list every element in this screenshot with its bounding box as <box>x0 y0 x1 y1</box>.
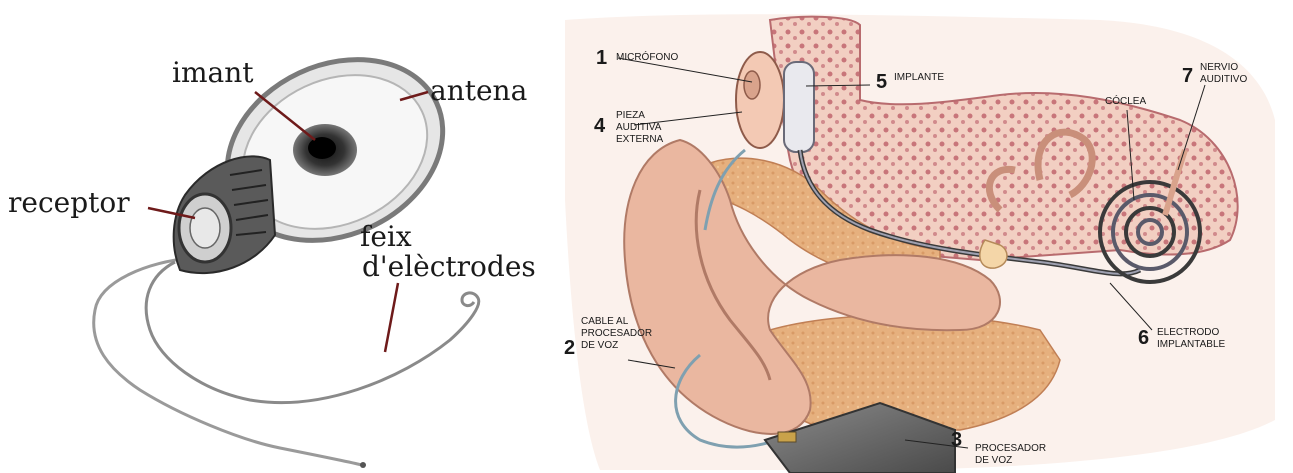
label-pieza-2: AUDITIVA <box>616 122 662 133</box>
implant-body <box>784 62 814 152</box>
num-3: 3 <box>951 429 962 451</box>
leader-feix <box>385 283 398 352</box>
ear-anatomy <box>565 14 1275 473</box>
label-procesador-1: PROCESADOR <box>975 443 1046 454</box>
microphone <box>744 71 760 99</box>
num-6: 6 <box>1138 327 1149 349</box>
num-2: 2 <box>564 337 575 359</box>
num-5: 5 <box>876 71 887 93</box>
label-microfono: MICRÓFONO <box>616 50 678 63</box>
num-7: 7 <box>1182 65 1193 87</box>
num-4: 4 <box>594 115 606 137</box>
label-electrodo-2: IMPLANTABLE <box>1157 339 1225 350</box>
magnet-core <box>308 137 336 159</box>
implant-device <box>94 26 479 468</box>
electrode-array-wire <box>146 262 479 403</box>
label-pieza-3: EXTERNA <box>616 134 664 145</box>
label-cable-2: PROCESADOR <box>581 328 652 339</box>
label-cable-3: DE VOZ <box>581 340 618 351</box>
electrode-lead-wire <box>94 258 362 465</box>
label-electrodes: d'elèctrodes <box>362 250 536 283</box>
receiver-disc-inner <box>190 208 220 248</box>
label-procesador-2: DE VOZ <box>975 455 1012 466</box>
lead-tip <box>360 462 366 468</box>
label-coclea: CÓCLEA <box>1105 94 1146 107</box>
label-pieza-1: PIEZA <box>616 110 645 121</box>
external-headpiece <box>736 52 784 148</box>
label-antena: antena <box>430 74 527 107</box>
label-nervio-1: NERVIO <box>1200 62 1238 73</box>
label-imant: imant <box>172 56 254 89</box>
label-electrodo-1: ELECTRODO <box>1157 327 1219 338</box>
label-feix: feix <box>360 220 412 253</box>
processor-connector <box>778 432 796 442</box>
label-implante: IMPLANTE <box>894 72 944 83</box>
label-cable-1: CABLE AL <box>581 316 629 327</box>
num-1: 1 <box>596 47 607 69</box>
label-nervio-2: AUDITIVO <box>1200 74 1247 85</box>
label-receptor: receptor <box>8 186 130 219</box>
